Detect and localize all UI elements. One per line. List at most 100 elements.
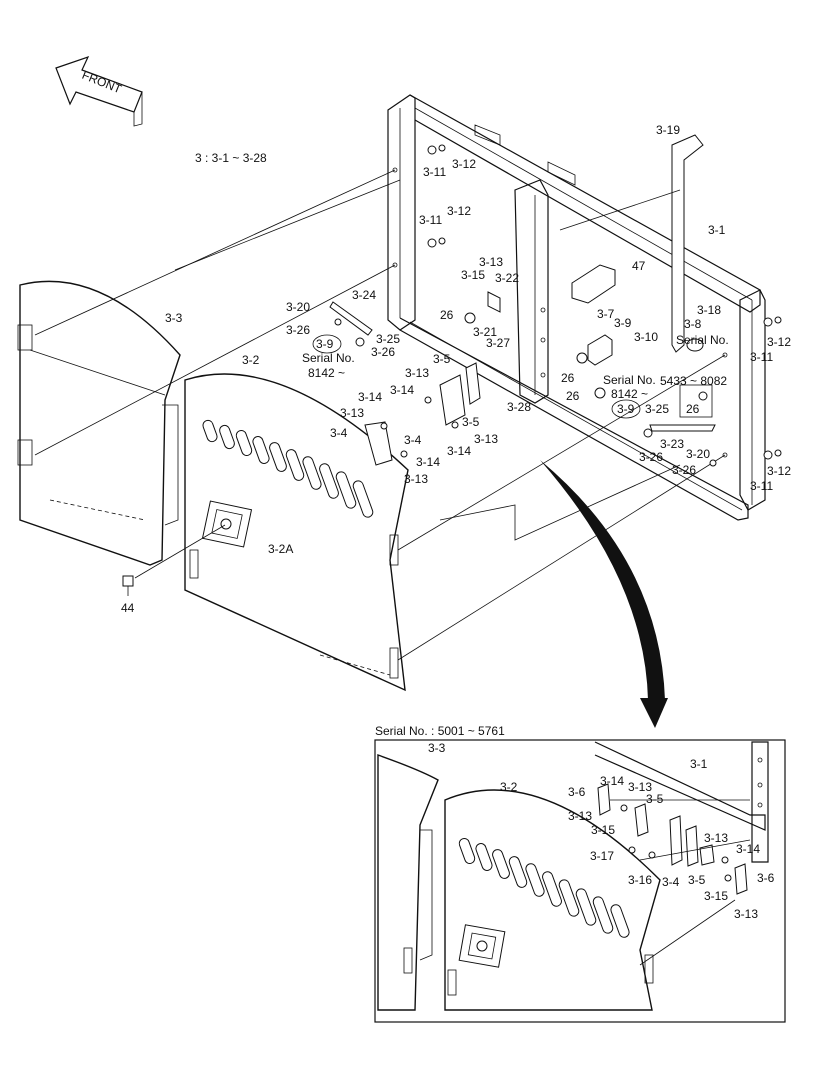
range-note: 3 : 3-1 ~ 3-28: [195, 151, 267, 165]
label: 3-11: [750, 479, 773, 493]
callout-circle-3-9-a: [312, 334, 342, 354]
inset-slots: [458, 837, 630, 938]
inset-title: Serial No. : 5001 ~ 5761: [375, 724, 505, 738]
label: 3-6: [757, 871, 775, 885]
assembly-lines: [34, 169, 726, 661]
front-label: FRONT: [80, 68, 124, 97]
label: 3-20: [286, 300, 310, 314]
label: 3-25: [376, 332, 400, 346]
louver-slots: [202, 419, 374, 518]
label: 3-16: [628, 873, 652, 887]
serial-note-lower: Serial No.: [603, 373, 656, 387]
label: 3-13: [474, 432, 498, 446]
label: 3-2: [500, 780, 518, 794]
part-44-bolt: [122, 575, 134, 596]
label: 26: [686, 402, 700, 416]
part-3-7-block: [587, 334, 613, 366]
label: 3-15: [591, 823, 615, 837]
serial-note-left-range: 8142 ~: [308, 366, 345, 380]
label: 3-9: [316, 337, 334, 351]
label: 3-12: [767, 464, 791, 478]
label: 3-4: [404, 433, 422, 447]
label: 3-4: [330, 426, 348, 440]
label: 3-20: [686, 447, 710, 461]
inset-labels: 3-3 3-2 3-1 3-6 3-14 3-13 3-5 3-13 3-15 …: [428, 741, 775, 921]
label: 3-19: [656, 123, 680, 137]
label: 3-26: [672, 463, 696, 477]
label: 3-15: [704, 889, 728, 903]
main-labels: 3-19 3-1 3-11 3-12 3-11 3-12 47 3-13 3-1…: [121, 123, 791, 615]
label: 26: [566, 389, 580, 403]
label: 3-21: [473, 325, 497, 339]
label: 3-8: [684, 317, 702, 331]
label: 26: [561, 371, 575, 385]
label: 3-14: [600, 774, 624, 788]
panel-3-3: [17, 280, 181, 566]
label: 3-26: [639, 450, 663, 464]
label: 3-12: [452, 157, 476, 171]
label: 3-9: [614, 316, 632, 330]
label: 3-5: [462, 415, 480, 429]
label: 3-14: [416, 455, 440, 469]
callout-circle-3-9-b: [611, 399, 641, 419]
label: 3-9: [617, 402, 635, 416]
hardware: [329, 144, 782, 467]
label: 3-1: [690, 757, 708, 771]
label: 3-6: [568, 785, 586, 799]
label: 3-12: [767, 335, 791, 349]
part-3-8-knob: [686, 338, 704, 352]
label: 3-5: [646, 792, 664, 806]
serial-note-right-range: 5433 ~ 8082: [660, 374, 727, 388]
serial-note-left: Serial No.: [302, 351, 355, 365]
label: 3-15: [461, 268, 485, 282]
label: 3-7: [597, 307, 615, 321]
inset-frame: [374, 739, 786, 1023]
label: 3-2A: [268, 542, 293, 556]
label: 3-2: [242, 353, 260, 367]
label: 3-11: [419, 213, 442, 227]
label: 3-13: [704, 831, 728, 845]
label: 3-18: [697, 303, 721, 317]
part-3-19-strip: [671, 134, 704, 353]
detail-arrow-head: [640, 698, 668, 728]
label: 3-3: [428, 741, 446, 755]
frame-3-1: [387, 94, 766, 521]
label: 26: [440, 308, 454, 322]
label: 3-27: [486, 336, 510, 350]
label: 3-5: [433, 352, 451, 366]
inset-detail: Serial No. : 5001 ~ 5761: [374, 724, 786, 1023]
label: 3-25: [645, 402, 669, 416]
label: 44: [121, 601, 135, 615]
handle-3-2A: [201, 500, 253, 548]
detail-arrow: [540, 460, 665, 700]
label: 3-13: [405, 366, 429, 380]
label: 3-24: [352, 288, 376, 302]
label: 3-11: [423, 165, 446, 179]
label: 3-13: [568, 809, 592, 823]
label: 3-11: [750, 350, 773, 364]
label: 3-13: [404, 472, 428, 486]
label: 3-14: [358, 390, 382, 404]
label: 47: [632, 259, 646, 273]
part-47-plate: [571, 264, 616, 304]
label: 3-13: [479, 255, 503, 269]
label: 3-14: [736, 842, 760, 856]
label: 3-26: [371, 345, 395, 359]
callout-box-26: [679, 384, 713, 418]
label: 3-22: [495, 271, 519, 285]
label: 3-14: [390, 383, 414, 397]
front-arrow-icon: FRONT: [55, 55, 143, 127]
label: 3-12: [447, 204, 471, 218]
label: 3-4: [662, 875, 680, 889]
label: 3-13: [734, 907, 758, 921]
label: 3-10: [634, 330, 658, 344]
serial-note-lower-range: 8142 ~: [611, 387, 648, 401]
label: 3-5: [688, 873, 706, 887]
label: 3-14: [447, 444, 471, 458]
label: 3-1: [708, 223, 726, 237]
label: 3-13: [628, 780, 652, 794]
label: 3-26: [286, 323, 310, 337]
label: 3-28: [507, 400, 531, 414]
